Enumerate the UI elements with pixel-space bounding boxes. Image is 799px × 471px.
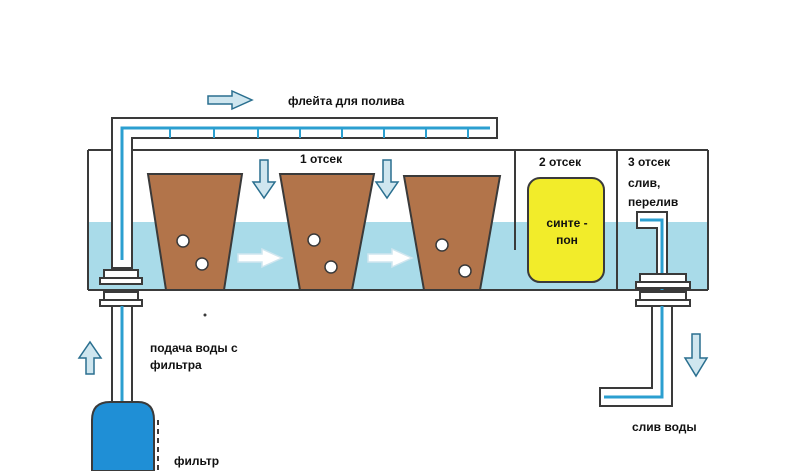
compartment-3-overflow-label: перелив <box>628 195 678 209</box>
filter-canister <box>91 401 159 471</box>
supply-pipe <box>111 305 133 407</box>
dot <box>203 313 207 317</box>
pot <box>278 173 376 291</box>
compartment-3-label: 3 отсек <box>628 155 671 169</box>
overflow-pipe <box>636 211 668 291</box>
synthepon-sponge <box>527 177 605 283</box>
drain-label: слив воды <box>632 420 697 434</box>
flute-label: флейта для полива <box>288 94 405 108</box>
pot <box>402 175 502 291</box>
pot <box>146 173 244 291</box>
flute-pipe <box>111 117 498 269</box>
drain-pipe <box>599 305 673 407</box>
supply-label-line2: фильтра <box>150 358 202 372</box>
sponge-label-line2: пон <box>556 233 578 247</box>
compartment-3-drain-label: слив, <box>628 176 660 190</box>
supply-label-line1: подача воды с <box>150 341 238 355</box>
flow-right-arrow-icon <box>367 247 414 269</box>
compartment-1-label: 1 отсек <box>300 152 343 166</box>
flow-right-arrow-icon <box>207 89 254 111</box>
drain-fitting <box>635 273 691 307</box>
flow-right-arrow-icon <box>237 247 284 269</box>
sponge-label-line1: синте - <box>546 216 587 230</box>
supply-up-arrow-icon <box>77 340 103 375</box>
water-down-arrow-icon <box>251 159 277 200</box>
supply-fitting <box>99 269 143 307</box>
drain-down-arrow-icon <box>683 333 709 378</box>
compartment-2-label: 2 отсек <box>539 155 582 169</box>
filter-label: фильтр <box>174 454 219 468</box>
water-down-arrow-icon <box>374 159 400 200</box>
